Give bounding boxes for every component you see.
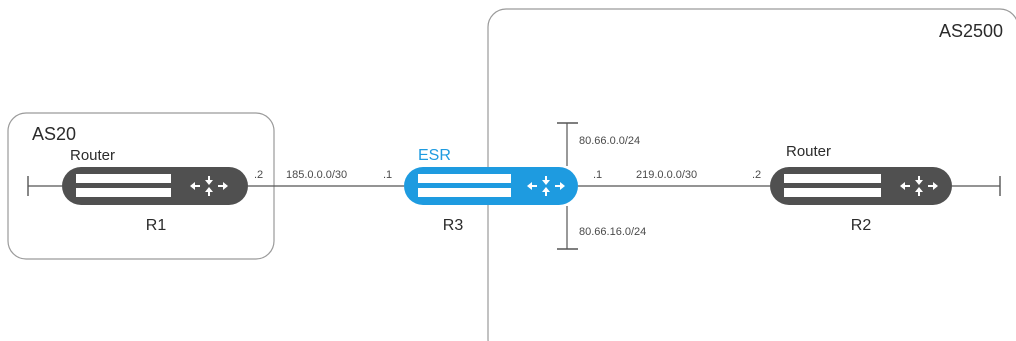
r1-type-label: Router	[70, 147, 115, 164]
r1-interface-addr: .2	[254, 169, 263, 181]
router-arrows-icon	[190, 176, 228, 196]
r3-name: R3	[443, 217, 464, 234]
links	[28, 123, 1000, 249]
r3-east-interface-addr: .1	[593, 169, 602, 181]
r2-type-label: Router	[786, 143, 831, 160]
router-r1	[62, 167, 248, 205]
router-arrows-icon	[900, 176, 938, 196]
router-r2	[770, 167, 952, 205]
as2500-label: AS2500	[939, 21, 1003, 41]
r3-type-label: ESR	[418, 147, 451, 164]
router-arrows-icon	[527, 176, 565, 196]
r2-name: R2	[851, 217, 872, 234]
r2-interface-addr: .2	[752, 169, 761, 181]
lower-network-label: 80.66.16.0/24	[579, 226, 646, 238]
as20-label: AS20	[32, 124, 76, 144]
upper-network-label: 80.66.0.0/24	[579, 135, 640, 147]
r3-west-interface-addr: .1	[383, 169, 392, 181]
router-r3-esr	[404, 167, 578, 205]
r3-r2-network: 219.0.0.0/30	[636, 169, 697, 181]
r1-name: R1	[146, 217, 167, 234]
r1-r3-network: 185.0.0.0/30	[286, 169, 347, 181]
